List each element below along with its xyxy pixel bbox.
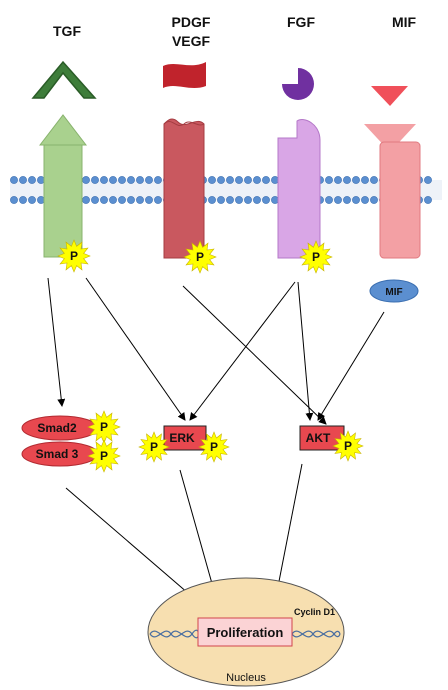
membrane-bead	[208, 176, 216, 184]
mif-adaptor-oval	[369, 279, 419, 303]
membrane-bead	[226, 196, 234, 204]
membrane-bead	[208, 196, 216, 204]
membrane-bead	[217, 176, 225, 184]
membrane-bead	[127, 176, 135, 184]
smad3-node: Smad 3	[21, 441, 99, 467]
svg-text:ERK: ERK	[169, 431, 195, 445]
membrane-bead	[370, 176, 378, 184]
cyclin-d1-label: Cyclin D1	[294, 607, 335, 617]
pdgf-label: PDGF	[172, 14, 211, 30]
phospho-tgf-receptor: P	[57, 239, 91, 273]
membrane-bead	[100, 196, 108, 204]
membrane-bead	[262, 196, 270, 204]
phospho-pdgf-receptor: P	[183, 240, 217, 274]
membrane-bead	[28, 176, 36, 184]
membrane-bead	[154, 176, 162, 184]
membrane-bead	[145, 196, 153, 204]
membrane-bead	[217, 196, 225, 204]
membrane-bead	[19, 196, 27, 204]
membrane-bead	[154, 196, 162, 204]
svg-text:P: P	[210, 440, 218, 454]
membrane-bead	[424, 196, 432, 204]
svg-text:AKT: AKT	[306, 431, 331, 445]
proliferation-label: Proliferation	[207, 625, 284, 640]
proliferation-box	[197, 617, 293, 647]
membrane-bead	[253, 196, 261, 204]
membrane-bead	[325, 196, 333, 204]
membrane-bead	[262, 176, 270, 184]
membrane-bead	[91, 176, 99, 184]
membrane-bead	[424, 176, 432, 184]
membrane-bead	[235, 196, 243, 204]
svg-text:P: P	[100, 449, 108, 463]
membrane-bead	[91, 196, 99, 204]
tgf-label: TGF	[53, 23, 81, 39]
phospho-smad2: P	[87, 410, 121, 444]
membrane-bead	[145, 176, 153, 184]
membrane-bead	[334, 176, 342, 184]
membrane-bead	[10, 176, 18, 184]
membrane-bead	[361, 196, 369, 204]
svg-text:P: P	[196, 250, 204, 264]
membrane-bead	[118, 176, 126, 184]
dna-helix-right	[291, 630, 341, 638]
mif-ligand	[371, 86, 408, 106]
membrane-bead	[127, 196, 135, 204]
membrane-bead	[82, 176, 90, 184]
membrane-bead	[325, 176, 333, 184]
erk-node: ERK	[163, 425, 207, 451]
membrane-bead	[253, 176, 261, 184]
membrane-bead	[100, 176, 108, 184]
membrane-bead	[343, 196, 351, 204]
svg-text:P: P	[312, 250, 320, 264]
membrane-bead	[370, 196, 378, 204]
membrane-bead	[109, 196, 117, 204]
fgf-ligand	[282, 68, 314, 100]
phospho-erk-left: P	[138, 431, 170, 463]
mif-label: MIF	[392, 14, 417, 30]
membrane-bead	[334, 196, 342, 204]
membrane-bead	[19, 176, 27, 184]
svg-text:Smad 3: Smad 3	[36, 447, 79, 461]
membrane-bead	[136, 176, 144, 184]
membrane-bead	[118, 196, 126, 204]
membrane-bead	[82, 196, 90, 204]
pdgf-ligand	[163, 62, 206, 88]
membrane-bead	[244, 196, 252, 204]
membrane-bead	[109, 176, 117, 184]
svg-text:P: P	[344, 439, 352, 453]
membrane-bead	[28, 196, 36, 204]
pdgf-receptor	[163, 118, 205, 259]
membrane-bead	[235, 176, 243, 184]
dna-helix-left	[149, 629, 200, 639]
phospho-erk-right: P	[198, 431, 230, 463]
phospho-fgf-receptor: P	[299, 240, 333, 274]
membrane-bead	[244, 176, 252, 184]
mif-adaptor-label: MIF	[385, 287, 402, 298]
svg-text:Smad2: Smad2	[37, 421, 77, 435]
membrane-bead	[352, 176, 360, 184]
membrane-bead	[10, 196, 18, 204]
fgf-receptor	[277, 119, 321, 259]
svg-text:P: P	[70, 249, 78, 263]
nucleus: Proliferation Cyclin D1 Nucleus	[147, 577, 345, 687]
svg-text:P: P	[100, 420, 108, 434]
membrane-bead	[352, 196, 360, 204]
mif-receptor	[364, 124, 421, 259]
vegf-label: VEGF	[172, 33, 211, 49]
nucleus-label: Nucleus	[226, 672, 266, 684]
smad2-node: Smad2	[21, 415, 99, 441]
fgf-label: FGF	[287, 14, 315, 30]
tgf-ligand	[31, 60, 97, 99]
membrane-bead	[361, 176, 369, 184]
phospho-smad3: P	[87, 439, 121, 473]
phospho-akt: P	[332, 430, 364, 462]
membrane-bead	[343, 176, 351, 184]
svg-text:P: P	[150, 440, 158, 454]
membrane-bead	[136, 196, 144, 204]
tgf-receptor	[38, 114, 88, 258]
membrane-bead	[226, 176, 234, 184]
